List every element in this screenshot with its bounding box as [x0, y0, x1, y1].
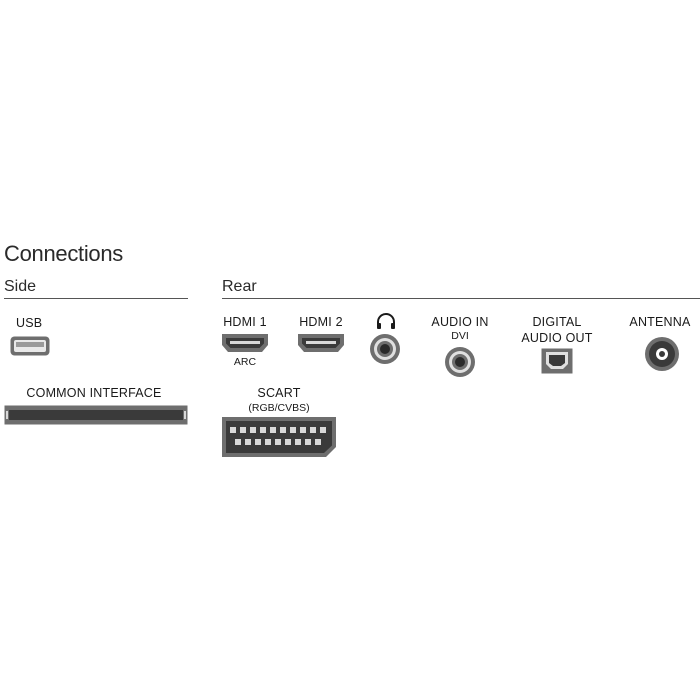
- scart-port-icon: [221, 416, 337, 458]
- rear-section-label: Rear: [222, 278, 257, 295]
- scart-rgb-cvbs-label: (RGB/CVBS): [248, 402, 310, 414]
- hdmi1-port-icon: [221, 333, 269, 353]
- headphones-icon: [375, 312, 397, 330]
- page-title: Connections: [4, 241, 123, 266]
- hdmi2-port-icon: [297, 333, 345, 353]
- audio-in-dvi-label: DVI: [451, 330, 469, 342]
- scart-label: SCART: [257, 386, 301, 400]
- usb-port-group: USB: [10, 316, 50, 330]
- audio-in-jack-icon: [444, 346, 476, 378]
- headphone-jack-icon: [369, 333, 401, 365]
- usb-port-icon: [10, 336, 50, 356]
- hdmi1-label: HDMI 1: [223, 315, 267, 329]
- usb-label: USB: [16, 316, 43, 330]
- hdmi1-arc-label: ARC: [233, 356, 257, 368]
- common-interface-slot-icon: [4, 405, 188, 425]
- digital-audio-out-label-line1: DIGITAL: [532, 315, 582, 329]
- audio-in-label: AUDIO IN: [431, 315, 489, 329]
- rear-section-rule: [222, 298, 700, 299]
- antenna-jack-icon: [644, 336, 680, 372]
- digital-audio-out-label-line2: AUDIO OUT: [521, 331, 593, 345]
- optical-port-icon: [541, 348, 573, 374]
- side-section-label: Side: [4, 278, 37, 295]
- antenna-label: ANTENNA: [629, 315, 691, 329]
- common-interface-label: COMMON INTERFACE: [26, 386, 162, 400]
- hdmi2-label: HDMI 2: [299, 315, 343, 329]
- side-section-rule: [4, 298, 188, 299]
